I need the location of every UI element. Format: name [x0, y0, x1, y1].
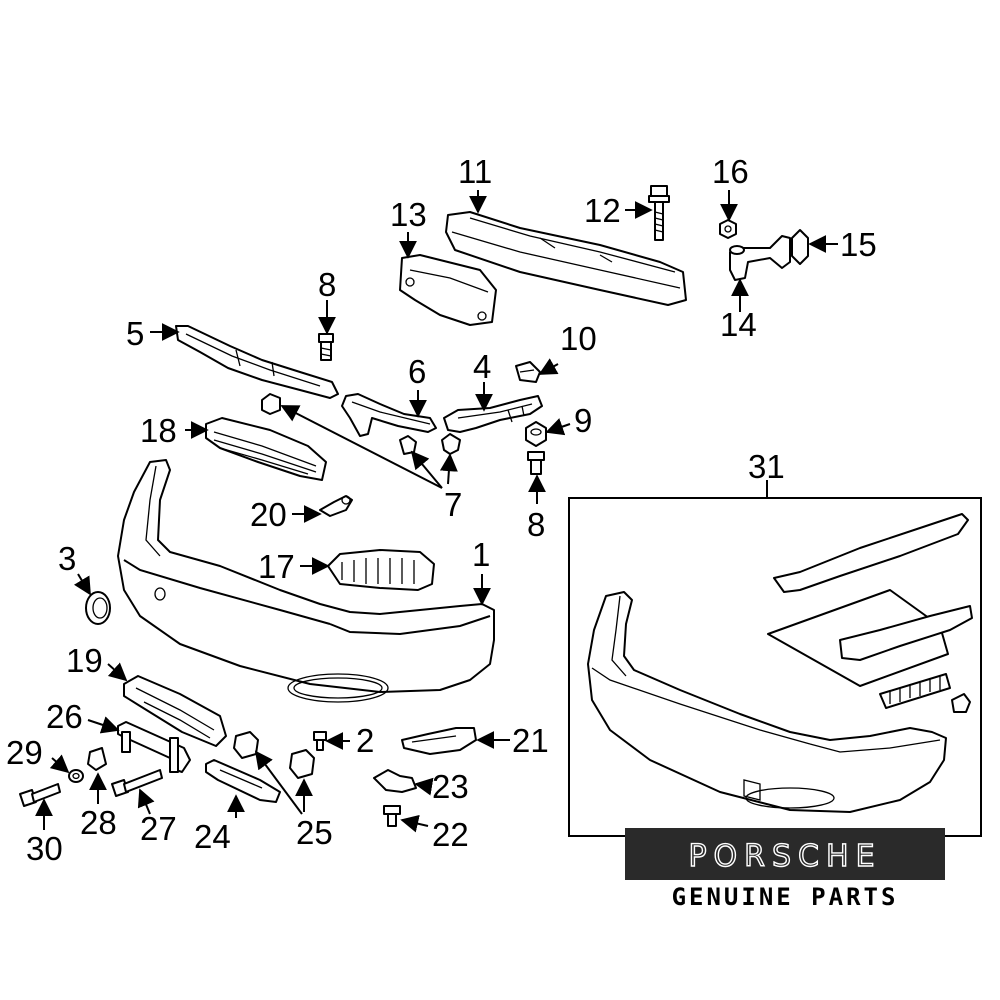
brand-tagline: GENUINE PARTS — [672, 883, 899, 911]
callout-5: 5 — [126, 315, 144, 352]
callout-2: 2 — [356, 722, 374, 759]
callout-labels: 11 13 12 16 15 14 8 5 6 4 10 9 18 7 8 20… — [6, 153, 877, 867]
nut-part-9 — [525, 421, 547, 447]
callout-10: 10 — [560, 320, 597, 357]
callout-27: 27 — [140, 810, 177, 847]
callout-31: 31 — [748, 448, 785, 485]
lower-grille-part — [123, 675, 227, 747]
bolt-part-27 — [111, 769, 163, 797]
tow-hook-parts — [719, 219, 809, 281]
bolt-part-8-upper — [318, 333, 334, 361]
license-plate-bracket-part — [205, 759, 281, 803]
bumper-cover-part — [117, 459, 495, 703]
absorber-bracket-part — [399, 254, 497, 326]
callout-12: 12 — [584, 192, 621, 229]
clip-part-28 — [87, 747, 107, 771]
callout-20: 20 — [250, 496, 287, 533]
bolt-part-12 — [648, 185, 670, 241]
bumper-assembly-part — [587, 513, 973, 813]
brand-wordmark-box — [625, 828, 945, 880]
grille-left-part — [205, 417, 327, 481]
callout-1: 1 — [472, 536, 490, 573]
callout-26: 26 — [46, 698, 83, 735]
callout-14: 14 — [720, 306, 757, 343]
callout-4: 4 — [473, 348, 491, 385]
washer-part-29 — [68, 769, 84, 783]
trim-piece-part — [401, 727, 477, 755]
callout-28: 28 — [80, 804, 117, 841]
callout-21: 21 — [512, 722, 549, 759]
bracket-parts-25 — [233, 731, 315, 779]
callout-17: 17 — [258, 548, 295, 585]
clip-part-10 — [515, 361, 541, 383]
callout-6: 6 — [408, 353, 426, 390]
callout-9: 9 — [574, 402, 592, 439]
bolt-part-30 — [19, 783, 61, 807]
callout-8-lower: 8 — [527, 506, 545, 543]
fog-lamp-cover-part — [85, 591, 111, 625]
callout-8-upper: 8 — [318, 266, 336, 303]
callout-29: 29 — [6, 734, 43, 771]
carrier-bracket-part — [117, 721, 191, 773]
callout-19: 19 — [66, 642, 103, 679]
center-bracket-part — [341, 393, 437, 437]
callout-7: 7 — [444, 486, 462, 523]
bracket-part-23 — [373, 769, 417, 793]
callout-16: 16 — [712, 153, 749, 190]
callout-18: 18 — [140, 412, 177, 449]
bolt-part-2 — [313, 731, 327, 751]
sensor-part-20 — [319, 495, 353, 517]
callout-25: 25 — [296, 814, 333, 851]
brand-logo: PORSCHE GENUINE PARTS — [625, 828, 945, 911]
callout-13: 13 — [390, 196, 427, 233]
callout-23: 23 — [432, 768, 469, 805]
brand-wordmark: PORSCHE — [688, 839, 881, 874]
mounting-rail-left-part — [175, 325, 339, 399]
clip-parts-7 — [261, 393, 461, 455]
callout-30: 30 — [26, 830, 63, 867]
callout-15: 15 — [840, 226, 877, 263]
bolt-part-8-lower — [527, 451, 545, 475]
leader-lines — [35, 190, 838, 833]
grille-center-part — [327, 549, 435, 591]
reinforcement-bar-part — [445, 211, 687, 306]
callout-11: 11 — [458, 153, 492, 190]
callout-3: 3 — [58, 540, 76, 577]
screw-part-22 — [383, 805, 401, 827]
callout-24: 24 — [194, 818, 231, 855]
callout-22: 22 — [432, 816, 469, 853]
